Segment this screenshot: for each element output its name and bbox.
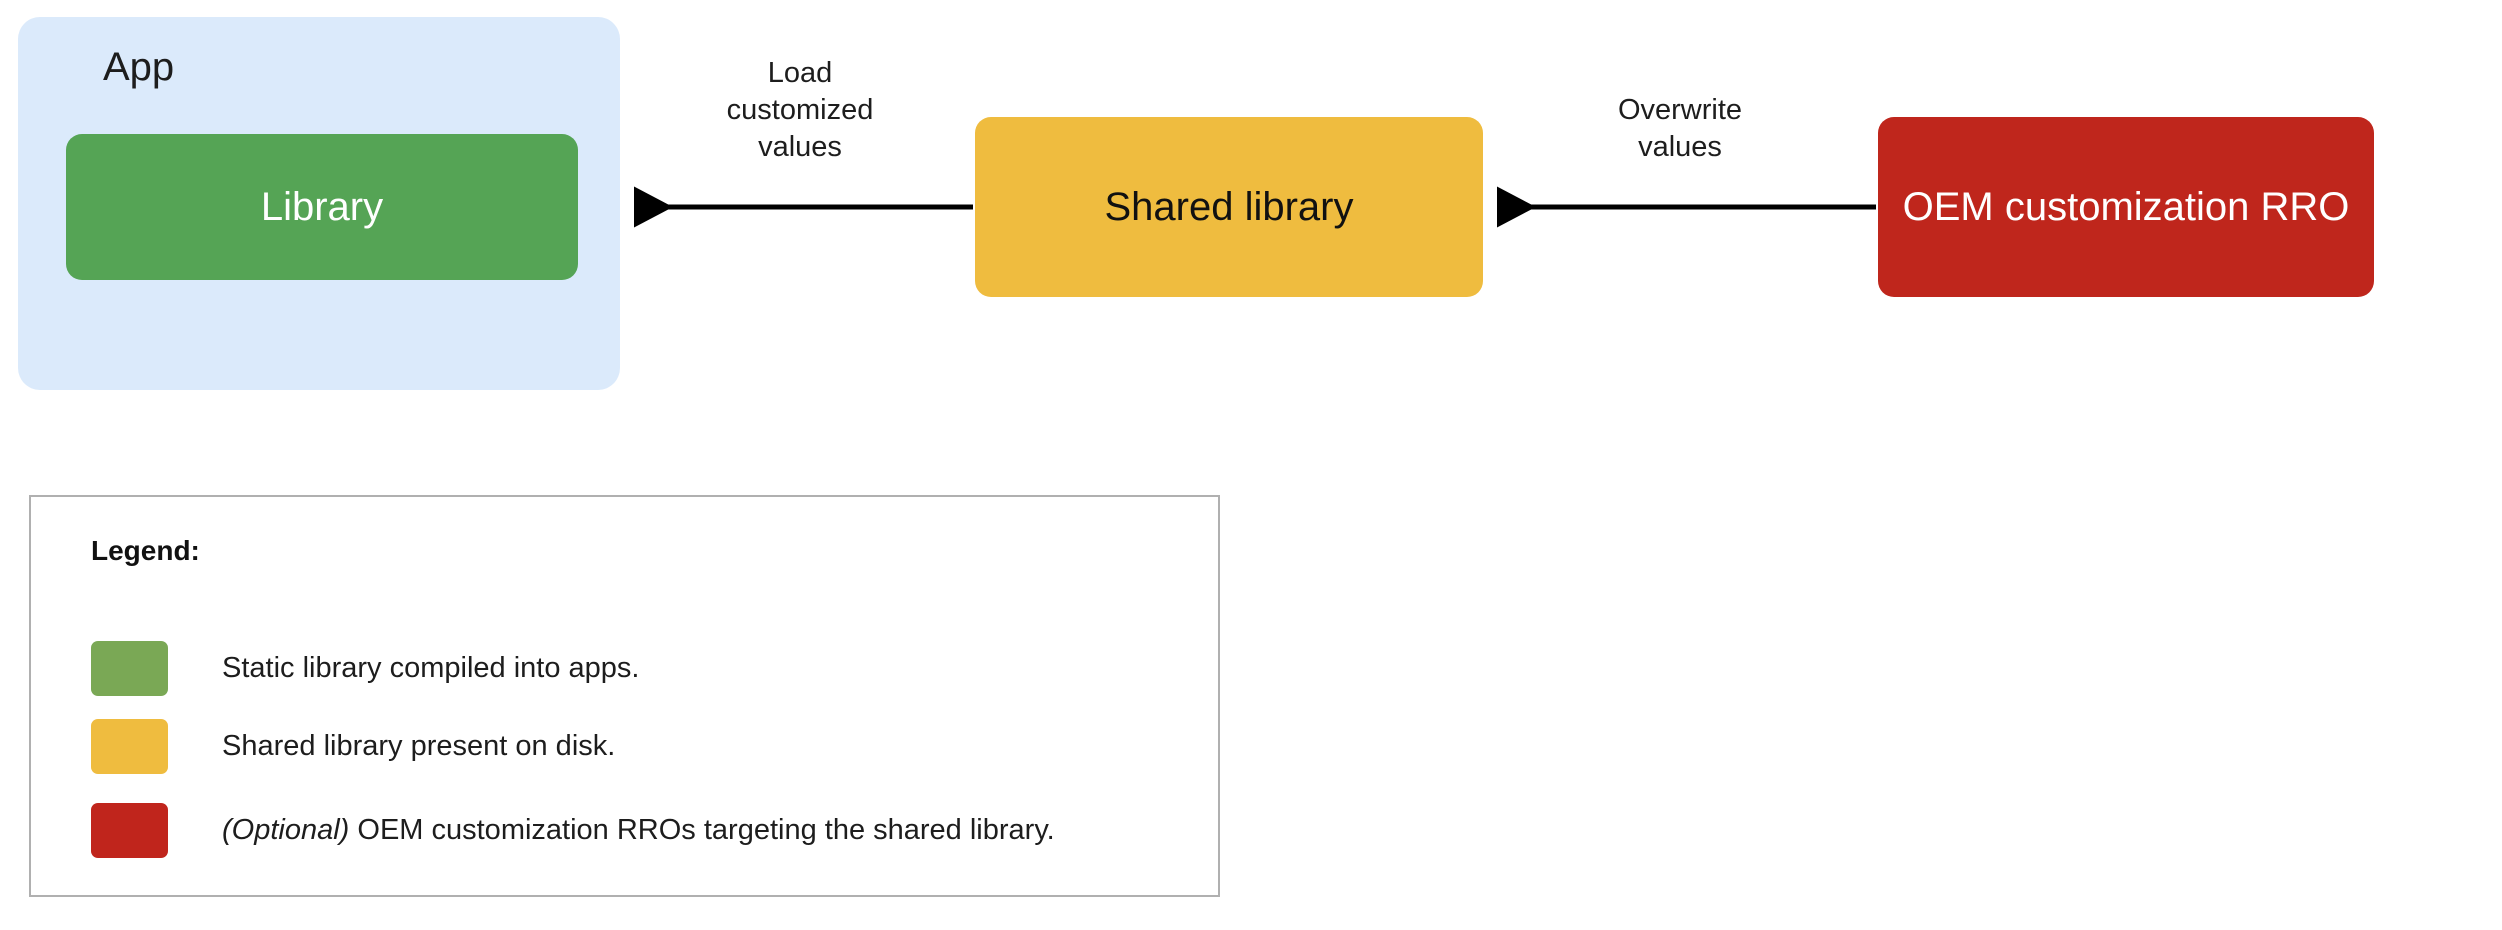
legend-item-text: Shared library present on disk. xyxy=(222,729,616,762)
legend-item-label: Static library compiled into apps. xyxy=(222,651,639,686)
legend-item-static-library: Static library compiled into apps. xyxy=(91,640,639,696)
legend-swatch-red xyxy=(91,802,168,858)
legend-item-label: (Optional) OEM customization RROs target… xyxy=(222,813,1055,848)
node-shared-library[interactable]: Shared library xyxy=(975,117,1483,297)
diagram-arrows xyxy=(634,186,1876,228)
legend-title: Legend: xyxy=(91,535,200,566)
legend-item-label: Shared library present on disk. xyxy=(222,729,615,764)
legend-swatch-yellow xyxy=(91,718,168,774)
node-oem-customization-rro[interactable]: OEM customization RRO xyxy=(1878,117,2374,297)
legend-optional-prefix: (Optional) xyxy=(222,813,350,846)
legend-item-text: OEM customization RROs targeting the sha… xyxy=(349,813,1055,846)
legend-item-shared-library: Shared library present on disk. xyxy=(91,718,615,774)
node-library[interactable]: Library xyxy=(66,134,578,280)
edge-label-load-customized-values: Load customized values xyxy=(726,57,874,164)
node-library-label: Library xyxy=(260,185,384,229)
legend-item-oem-rro: (Optional) OEM customization RROs target… xyxy=(91,802,1055,858)
node-oem-customization-rro-label: OEM customization RRO xyxy=(1902,185,2350,229)
legend-swatch-green xyxy=(91,640,168,696)
legend-box: Legend: Static library compiled into app… xyxy=(29,495,1220,897)
architecture-diagram: App Library Shared library OEM customiza… xyxy=(0,0,2502,440)
app-container-label: App xyxy=(103,45,175,89)
legend-item-text: Static library compiled into apps. xyxy=(222,651,640,684)
node-shared-library-label: Shared library xyxy=(1104,185,1354,229)
edge-label-overwrite-values: Overwrite values xyxy=(1617,94,1743,164)
